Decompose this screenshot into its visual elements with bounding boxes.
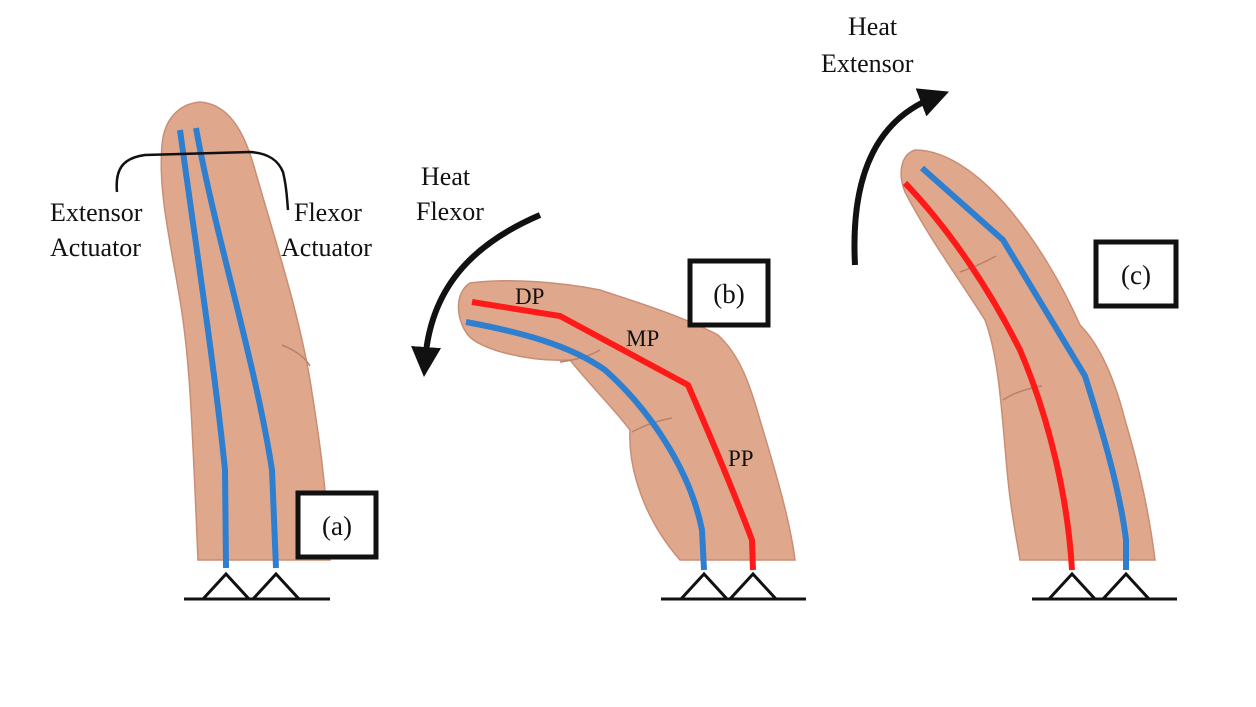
panel-c-label: (c) — [1121, 260, 1151, 290]
finger-b-skin — [457, 280, 796, 561]
anchor-b — [661, 571, 806, 601]
finger-a-crease — [281, 344, 311, 367]
flexor-actuator-label-line2: Actuator — [281, 233, 372, 262]
flexor-actuator-line-a — [193, 127, 279, 569]
panel-a: Extensor Actuator Flexor Actuator (a) — [50, 101, 379, 601]
panel-b-label: (b) — [713, 279, 744, 309]
anchor-c — [1032, 571, 1177, 601]
finger-c-crease-2 — [1002, 385, 1043, 401]
heat-flexor-arrow — [411, 212, 542, 377]
panel-c: Heat Extensor (c) — [821, 12, 1179, 601]
heat-flexor-label-line2: Flexor — [416, 197, 484, 226]
panel-a-label: (a) — [322, 511, 352, 541]
heat-flexor-label-line1: Heat — [421, 162, 471, 191]
panel-a-label-box — [295, 490, 379, 560]
anchor-a — [184, 571, 330, 601]
heat-extensor-label-line2: Extensor — [821, 49, 914, 78]
panel-b: Heat Flexor DP MP PP (b) — [411, 162, 806, 601]
extensor-actuator-label-line2: Actuator — [50, 233, 141, 262]
callout-bracket-a — [115, 150, 290, 211]
extensor-actuator-line-b — [465, 319, 707, 571]
finger-c-crease — [959, 255, 997, 273]
extensor-actuator-label-line1: Extensor — [50, 198, 143, 227]
heat-extensor-label-line1: Heat — [848, 12, 898, 41]
extensor-actuator-line-a — [177, 129, 229, 569]
panel-c-label-box — [1093, 239, 1179, 309]
flexor-actuator-label-line1: Flexor — [294, 198, 362, 227]
segment-label-mp: MP — [626, 326, 659, 351]
flexor-actuator-line-c — [902, 180, 1075, 571]
flexor-actuator-line-b — [471, 299, 756, 571]
heat-extensor-arrow — [851, 88, 950, 266]
segment-label-pp: PP — [728, 446, 754, 471]
panel-b-label-box — [687, 258, 771, 328]
extensor-actuator-line-c — [920, 165, 1129, 570]
segment-label-dp: DP — [515, 284, 544, 309]
